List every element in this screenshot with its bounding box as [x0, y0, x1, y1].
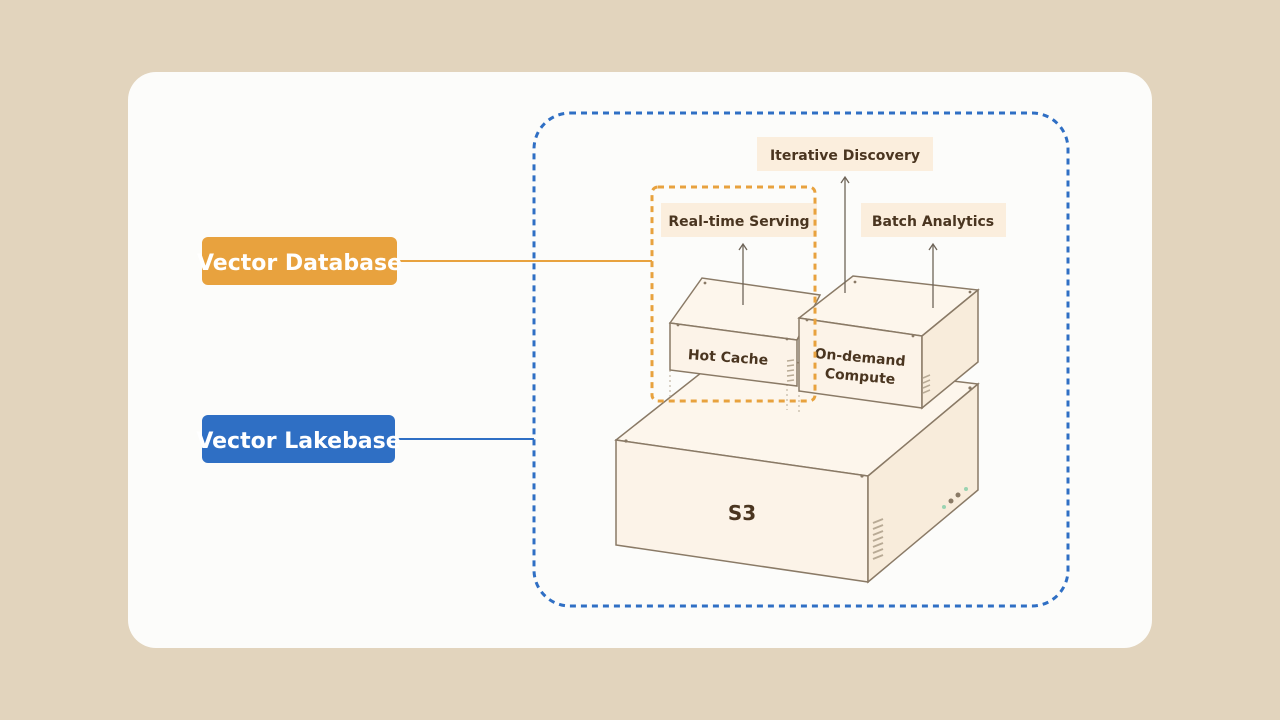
iterative-discovery-label: Iterative Discovery [770, 148, 920, 164]
s3-led-icon [942, 487, 968, 509]
diagram-card [128, 72, 1152, 648]
s3-vent-icon [872, 518, 884, 560]
hot-cache-vent-icon [786, 359, 795, 382]
on-demand-label-line2: Compute [824, 366, 896, 388]
on-demand-label-line1: On-demand [814, 346, 906, 370]
batch-analytics-tag: Batch Analytics [861, 203, 1006, 237]
arrows [738, 175, 938, 308]
vector-lakebase-pill: Vector Lakebase [196, 415, 401, 463]
realtime-serving-label: Real-time Serving [668, 214, 809, 230]
support-lines [669, 370, 800, 412]
lakebase-container [532, 111, 1070, 608]
vector-lakebase-label: Vector Lakebase [196, 429, 400, 454]
s3-box: S3 [614, 353, 980, 584]
realtime-serving-tag: Real-time Serving [661, 203, 817, 237]
hot-cache-label: Hot Cache [687, 347, 768, 369]
vector-database-label: Vector Database [197, 251, 402, 276]
s3-label: S3 [728, 501, 756, 525]
iterative-discovery-tag: Iterative Discovery [757, 137, 933, 171]
vector-database-pill: Vector Database [197, 237, 402, 285]
hot-cache-box: Hot Cache [668, 277, 822, 387]
compute-vent-icon [922, 374, 931, 394]
batch-analytics-label: Batch Analytics [872, 214, 994, 230]
vector-database-highlight [650, 185, 817, 403]
